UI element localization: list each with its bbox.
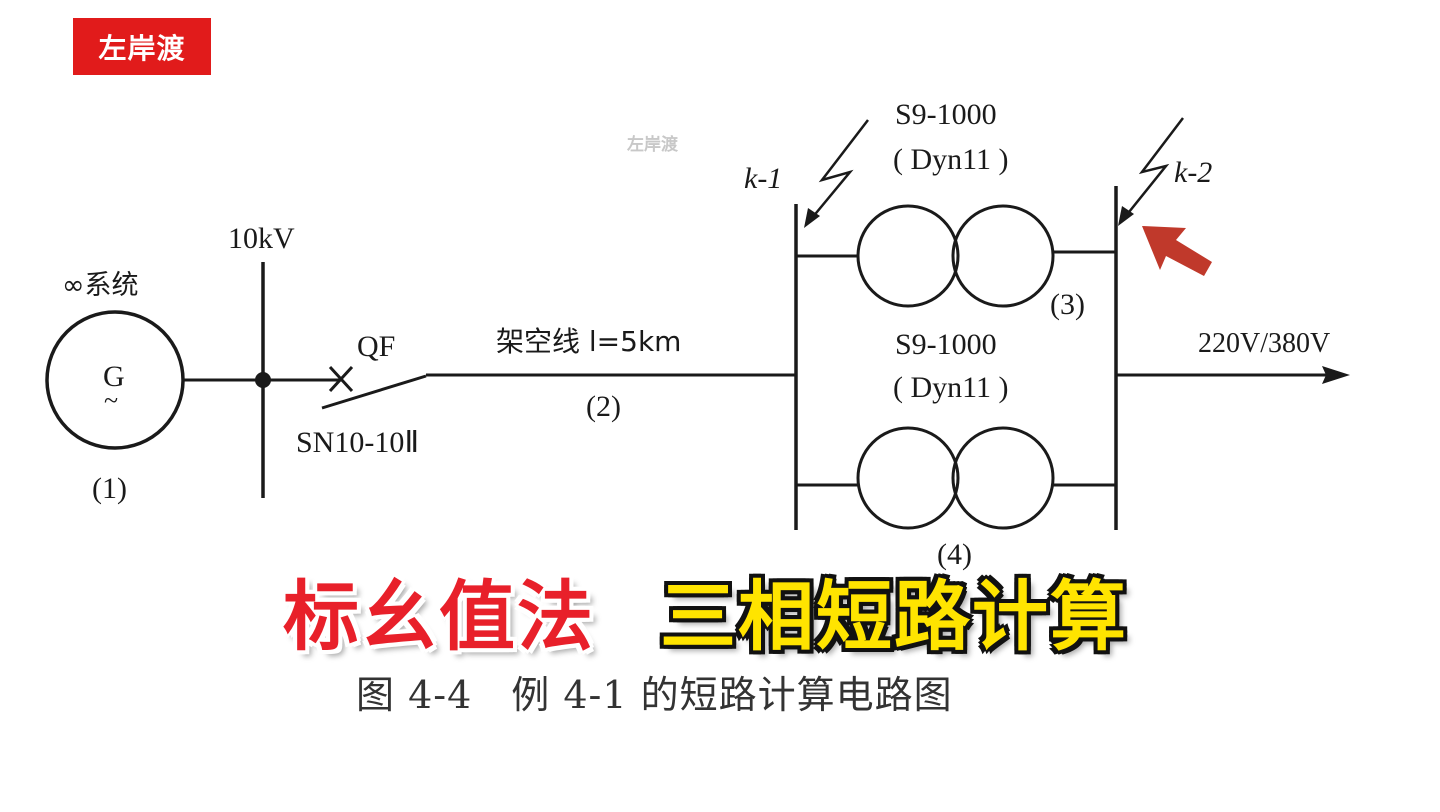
bus-junction-dot <box>255 372 271 388</box>
red-pointer-arrow <box>1142 226 1212 276</box>
overhead-line-label: 架空线 l=5km <box>496 325 682 358</box>
t1-connection-label: ( Dyn11 ) <box>893 143 1009 176</box>
breaker-blade <box>321 374 427 410</box>
output-voltage-label: 220V/380V <box>1198 328 1331 359</box>
overlay-title-red: 标幺值法 <box>283 572 595 661</box>
fault2-lightning <box>1120 117 1184 223</box>
generator-letter: G <box>103 360 125 393</box>
t2-winding-2 <box>951 426 1055 530</box>
fault1-label: k-1 <box>744 162 783 195</box>
system-label: ∞系统 <box>62 270 139 301</box>
output-arrowhead <box>1322 366 1350 384</box>
t1-number: (3) <box>1050 288 1085 321</box>
fault2-label: k-2 <box>1174 156 1213 189</box>
fault2-arrowhead <box>1118 206 1134 226</box>
fault1-arrowhead <box>804 208 820 228</box>
figure-caption: 图 4-4 例 4-1 的短路计算电路图 <box>356 673 953 717</box>
logo-badge: 左岸渡 <box>73 18 211 75</box>
breaker-x-b <box>328 365 354 393</box>
generator-tilde: ~ <box>104 386 119 415</box>
t2-connection-label: ( Dyn11 ) <box>893 371 1009 404</box>
t2-number: (4) <box>937 538 972 571</box>
generator-number: (1) <box>92 472 127 505</box>
t1-model-label: S9-1000 <box>895 98 997 131</box>
watermark-text: 左岸渡 <box>627 135 678 155</box>
bus-voltage-label: 10kV <box>228 222 295 255</box>
t1-winding-1 <box>856 204 960 308</box>
breaker-model-label: SN10-10Ⅱ <box>296 426 420 459</box>
overlay-title-yellow: 三相短路计算 <box>660 572 1128 661</box>
fault1-lightning <box>806 119 869 225</box>
t2-winding-1 <box>856 426 960 530</box>
line-number: (2) <box>586 390 621 423</box>
t1-winding-2 <box>951 204 1055 308</box>
t2-model-label: S9-1000 <box>895 328 997 361</box>
breaker-label: QF <box>357 330 396 363</box>
